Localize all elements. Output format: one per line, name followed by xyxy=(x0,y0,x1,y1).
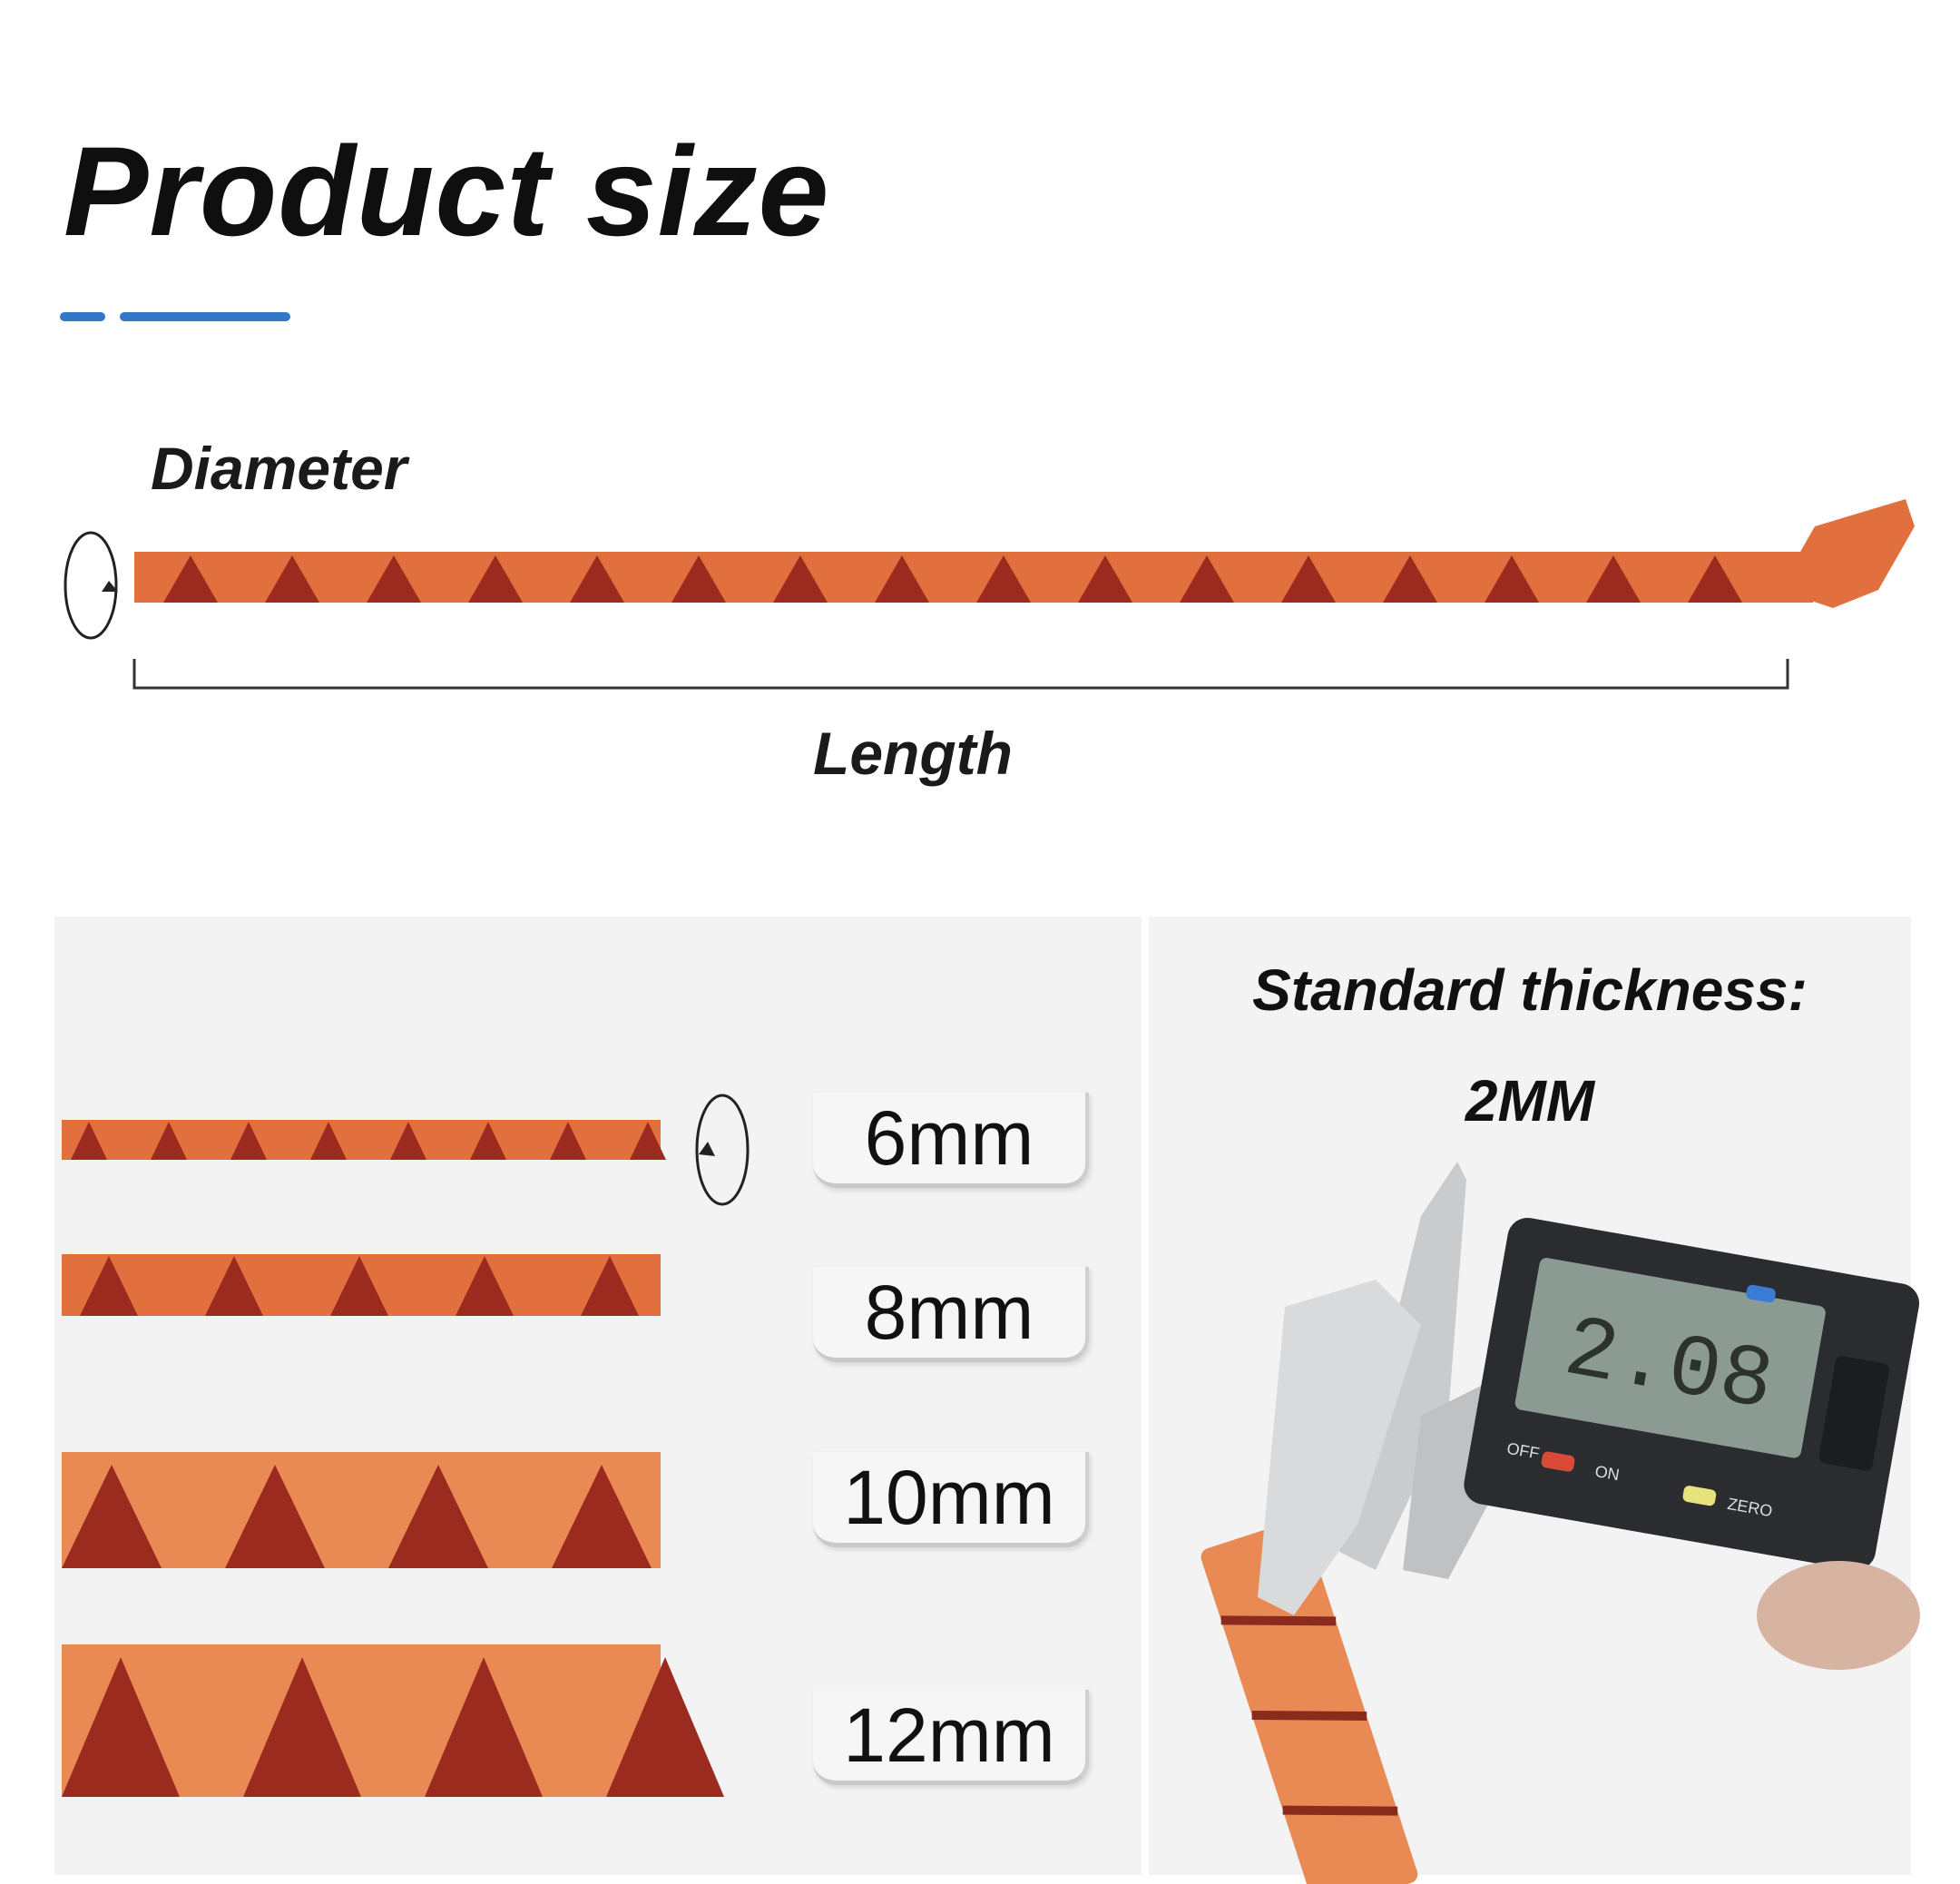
spiral-gap xyxy=(71,1122,107,1160)
wrap-6mm xyxy=(62,1120,666,1160)
spiral-gap xyxy=(230,1122,267,1160)
spiral-gap xyxy=(390,1122,426,1160)
spiral-gap xyxy=(80,1256,138,1316)
wrap-10mm xyxy=(62,1452,661,1568)
length-label: Length xyxy=(813,720,1013,787)
spiral-gap xyxy=(163,555,218,603)
spiral-gap xyxy=(1485,555,1539,603)
spiral-gap xyxy=(976,555,1031,603)
spiral-gap xyxy=(1180,555,1234,603)
spiral-gap xyxy=(205,1256,263,1316)
thickness-label: Standard thickness: xyxy=(1252,957,1808,1023)
spiral-gap xyxy=(243,1657,361,1797)
spiral-gap xyxy=(62,1657,180,1797)
spiral-gap xyxy=(425,1657,543,1797)
spiral-wrap-long xyxy=(134,499,1915,608)
size-tag-12mm: 12mm xyxy=(813,1690,1089,1785)
size-tag-6mm: 6mm xyxy=(813,1093,1089,1188)
spiral-gap xyxy=(606,1657,724,1797)
spiral-gap xyxy=(1688,555,1742,603)
spiral-gap xyxy=(265,555,319,603)
title-accent-short xyxy=(60,312,105,321)
diameter-label: Diameter xyxy=(151,435,407,502)
spiral-gap xyxy=(875,555,929,603)
size-tag-10mm: 10mm xyxy=(813,1452,1089,1547)
wrap-8mm xyxy=(62,1254,661,1316)
spiral-gap xyxy=(550,1122,586,1160)
spiral-gap xyxy=(630,1122,666,1160)
spiral-gap xyxy=(1078,555,1132,603)
caliper-photo: 2.08 OFF ON ZERO xyxy=(1200,1162,1920,1884)
spiral-gap xyxy=(671,555,726,603)
spiral-gap xyxy=(570,555,624,603)
spiral-gap xyxy=(552,1465,652,1568)
spiral-gap xyxy=(388,1465,488,1568)
spiral-gap xyxy=(1281,555,1336,603)
caliper-on-label: ON xyxy=(1593,1462,1621,1484)
length-bracket xyxy=(132,659,1789,690)
spiral-gap xyxy=(310,1122,347,1160)
spiral-gap xyxy=(367,555,421,603)
spiral-gap xyxy=(225,1465,325,1568)
spiral-gap xyxy=(62,1465,162,1568)
spiral-gap xyxy=(581,1256,639,1316)
spiral-gap xyxy=(1383,555,1437,603)
thickness-value: 2MM xyxy=(1465,1068,1595,1133)
spiral-gap xyxy=(1586,555,1641,603)
spiral-gap xyxy=(456,1256,514,1316)
rotation-arrow-icon xyxy=(64,531,118,640)
spiral-gap xyxy=(330,1256,388,1316)
size-tag-8mm: 8mm xyxy=(813,1267,1089,1362)
rotation-arrow-icon xyxy=(695,1094,750,1206)
spiral-gap xyxy=(151,1122,187,1160)
spiral-gap xyxy=(468,555,523,603)
spiral-gap xyxy=(773,555,828,603)
wrap-12mm xyxy=(62,1644,724,1797)
page-title: Product size xyxy=(64,120,830,262)
spiral-gap xyxy=(470,1122,506,1160)
title-accent-long xyxy=(120,312,290,321)
